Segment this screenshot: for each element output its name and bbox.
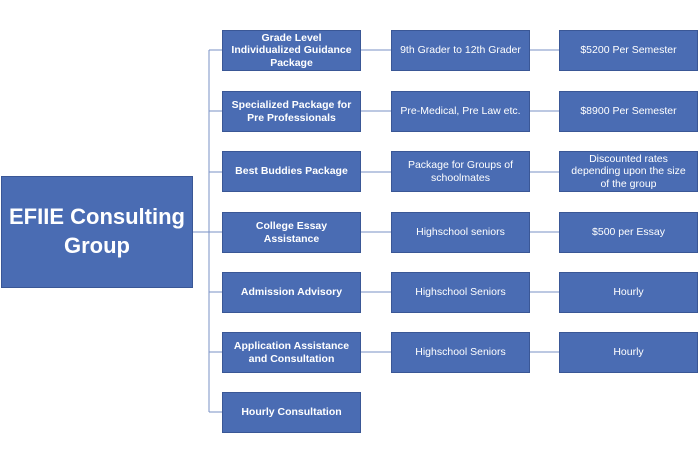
price-node: Discounted rates depending upon the size… (559, 151, 698, 192)
audience-node: Pre-Medical, Pre Law etc. (391, 91, 530, 132)
price-node: $5200 Per Semester (559, 30, 698, 71)
service-node: Hourly Consultation (222, 392, 361, 433)
service-node: Specialized Package for Pre Professional… (222, 91, 361, 132)
service-node: Best Buddies Package (222, 151, 361, 192)
service-node: College Essay Assistance (222, 212, 361, 253)
audience-node: Package for Groups of schoolmates (391, 151, 530, 192)
price-node: $500 per Essay (559, 212, 698, 253)
service-node: Admission Advisory (222, 272, 361, 313)
service-node: Application Assistance and Consultation (222, 332, 361, 373)
audience-node: Highschool seniors (391, 212, 530, 253)
audience-node: Highschool Seniors (391, 332, 530, 373)
root-node: EFIIE Consulting Group (1, 176, 193, 288)
price-node: Hourly (559, 272, 698, 313)
service-node: Grade Level Individualized Guidance Pack… (222, 30, 361, 71)
price-node: Hourly (559, 332, 698, 373)
audience-node: 9th Grader to 12th Grader (391, 30, 530, 71)
audience-node: Highschool Seniors (391, 272, 530, 313)
price-node: $8900 Per Semester (559, 91, 698, 132)
